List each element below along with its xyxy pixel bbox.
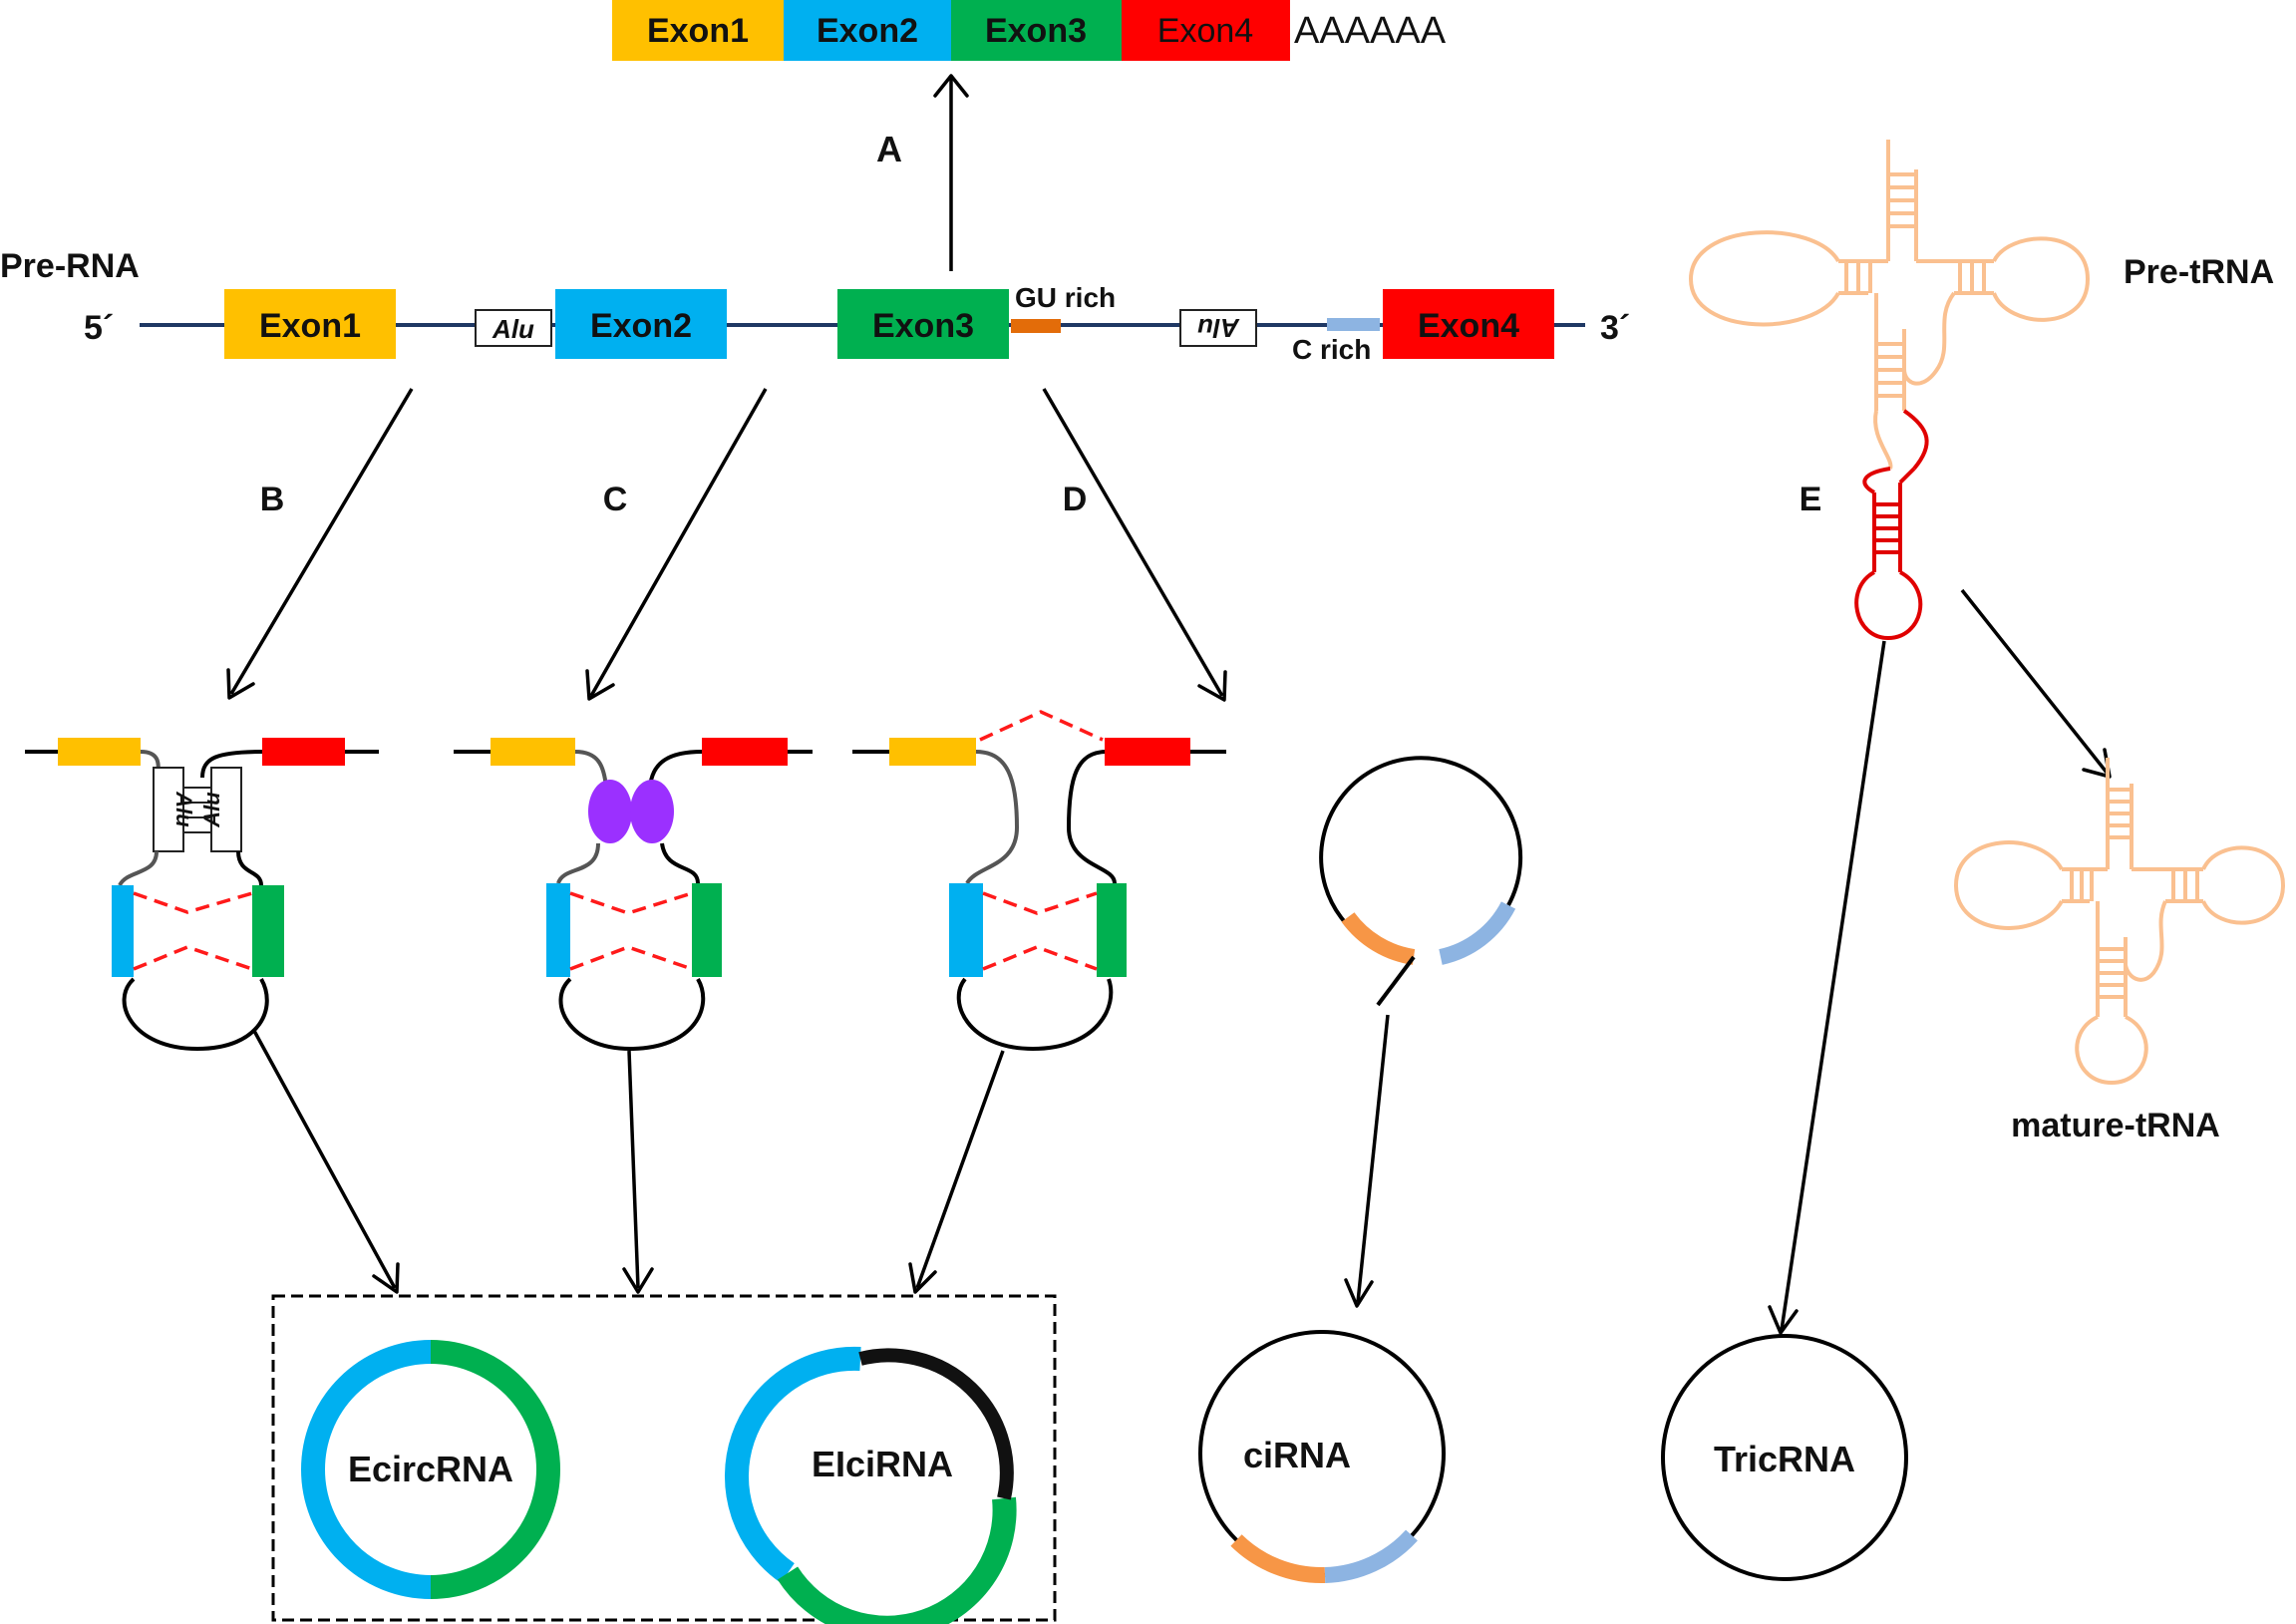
alu-inverted-label: Alu (1197, 313, 1240, 343)
label-d: D (1063, 481, 1088, 518)
label-b: B (260, 481, 285, 518)
ecircrna-label: EcircRNA (348, 1449, 513, 1489)
alu-inverted-element: Alu (1179, 309, 1257, 347)
mature-exon2-block (784, 0, 951, 61)
mature-exon1-block (612, 0, 784, 61)
arrow-c-to-products (622, 1050, 654, 1294)
intermediate-d-exon3 (1097, 883, 1127, 977)
mature-trna-label: mature-tRNA (2011, 1107, 2220, 1144)
mature-exon3-label: Exon3 (985, 12, 1087, 50)
intermediate-b-exon4 (262, 738, 345, 766)
alu-pair-right-label: Alu (199, 792, 224, 828)
pre-exon4-block (1383, 289, 1554, 359)
intermediate-b-alu-pairing: Alu Alu (25, 738, 379, 1052)
arrow-d: D (1042, 388, 1227, 702)
three-prime-label: 3´ (1600, 309, 1630, 347)
pre-exon3-label: Exon3 (872, 307, 974, 345)
pre-exon4-label: Exon4 (1418, 307, 1519, 345)
intermediate-b-exon3 (252, 885, 284, 977)
rna-binding-protein-right (630, 780, 674, 843)
pre-trna-intron (1854, 409, 1929, 641)
intermediate-c-protein-mediated (454, 738, 813, 1052)
pre-exon1-block (224, 289, 396, 359)
cirna-lariat-intermediate (1319, 756, 1523, 1007)
label-c: C (603, 481, 628, 518)
mature-exon1-label: Exon1 (647, 12, 749, 50)
elcirna-label: EIciRNA (812, 1444, 953, 1484)
pre-exon1-label: Exon1 (259, 307, 361, 345)
rna-binding-protein-left (588, 780, 632, 843)
cirna-label: ciRNA (1243, 1435, 1351, 1475)
intermediate-b-exon2 (112, 885, 134, 977)
intermediate-d-exon2 (949, 883, 983, 977)
five-prime-label: 5´ (84, 309, 114, 347)
label-e: E (1800, 481, 1822, 518)
arrow-d-to-elcirna (908, 1050, 1005, 1294)
intermediate-c-exon1 (491, 738, 575, 766)
alu-pair-left-label: Alu (171, 791, 196, 827)
label-a: A (876, 129, 902, 169)
pre-rna: Pre-RNA 5´ 3´ Exon1 Alu Exon2 Exon3 GU r… (0, 247, 1630, 365)
gu-rich-label: GU rich (1015, 282, 1116, 313)
pre-trna-label: Pre-tRNA (2124, 253, 2274, 291)
intermediate-d-exon1 (889, 738, 976, 766)
cirna-ring: ciRNA (1198, 1330, 1446, 1584)
mature-exon4-label: Exon4 (1157, 12, 1253, 50)
intermediate-c-exon3 (692, 883, 722, 977)
intermediate-b-exon1 (58, 738, 141, 766)
ecircrna-elcirna-box (271, 1294, 1057, 1622)
intermediate-c-exon2 (546, 883, 570, 977)
mature-exon3-block (951, 0, 1122, 61)
tricrna-ring: TricRNA (1661, 1334, 1908, 1581)
intermediate-c-exon4 (702, 738, 788, 766)
polya-tail: AAAAAA (1294, 10, 1447, 52)
mature-mrna: Exon1 Exon2 Exon3 Exon4 AAAAAA (612, 0, 1447, 61)
mature-exon4-block (1122, 0, 1290, 61)
arrow-c: C (585, 388, 768, 701)
pre-exon2-block (555, 289, 727, 359)
intermediate-d-intron-lariat (852, 710, 1226, 1052)
alu-label: Alu (492, 314, 534, 344)
alu-pair-left-box (153, 767, 184, 852)
c-rich-element (1327, 318, 1380, 331)
lariat-c-rich-segment (1439, 901, 1516, 965)
pre-exon3-block (837, 289, 1009, 359)
intermediate-d-exon4 (1105, 738, 1190, 766)
cirna-c-rich-segment (1324, 1529, 1418, 1583)
arrow-a: A (876, 74, 969, 271)
mature-trna-structure (1953, 758, 2286, 1086)
pre-exon2-label: Exon2 (590, 307, 692, 345)
ecircrna-ring: EcircRNA (301, 1340, 560, 1599)
cirna-gu-rich-segment (1230, 1534, 1326, 1584)
pre-rna-label: Pre-RNA (0, 247, 140, 285)
pre-trna-structure (1688, 140, 2091, 470)
arrow-lariat-to-cirna (1344, 1014, 1390, 1308)
arrow-b: B (226, 388, 414, 700)
mature-exon2-label: Exon2 (817, 12, 918, 50)
alu-element (475, 309, 552, 347)
gu-rich-element (1011, 319, 1061, 333)
elcirna-ring: EIciRNA (725, 1346, 1017, 1624)
arrow-e-to-mature-trna (1960, 588, 2112, 779)
tricrna-label: TricRNA (1714, 1439, 1855, 1479)
alu-pair-right-box (210, 767, 242, 852)
arrow-trna-to-tricrna (1768, 640, 1886, 1335)
arrow-b-to-ecircrna (252, 1030, 400, 1294)
lariat-gu-rich-segment (1341, 912, 1416, 965)
c-rich-label: C rich (1292, 334, 1371, 365)
